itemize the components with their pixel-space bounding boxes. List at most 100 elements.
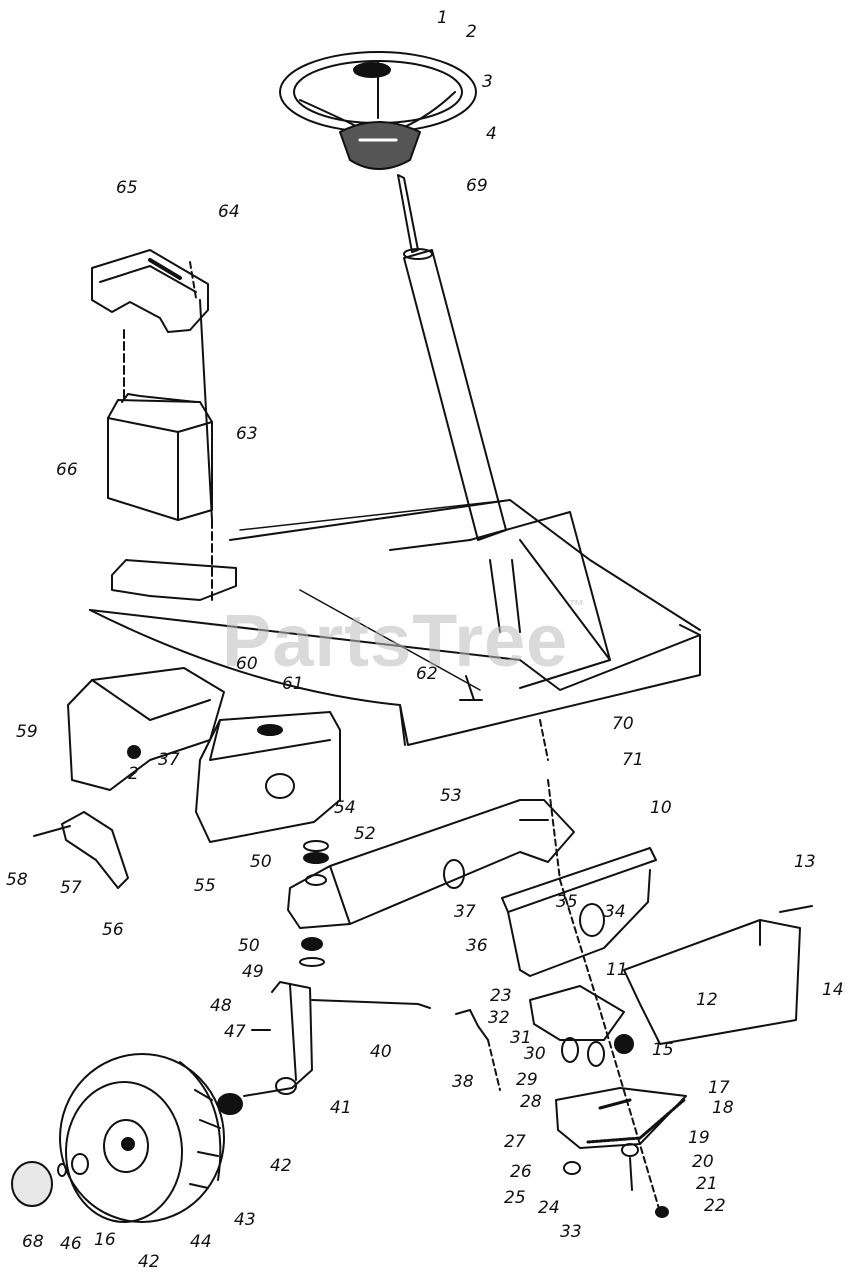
callout-15: 15 (652, 1040, 674, 1060)
callout-52: 52 (354, 824, 376, 844)
callout-28: 28 (520, 1092, 542, 1112)
steering-plate-12 (529, 985, 625, 1041)
spacer-stack (299, 840, 329, 967)
spindle-41 (243, 981, 313, 1097)
callout-61: 61 (282, 674, 304, 694)
steering-wheel (279, 51, 477, 133)
hub-cap-68 (11, 1161, 53, 1207)
callout-36: 36 (466, 936, 488, 956)
battery-hold-down (91, 249, 209, 333)
callout-66: 66 (56, 460, 78, 480)
callout-18: 18 (712, 1098, 734, 1118)
tire (59, 1053, 225, 1223)
drag-link-40 (311, 999, 431, 1009)
callout-17: 17 (708, 1078, 730, 1098)
hardware-stack (561, 1034, 669, 1218)
callout-22: 22 (704, 1196, 726, 1216)
callout-16: 16 (94, 1230, 116, 1250)
callout-71: 71 (622, 750, 644, 770)
callout-55: 55 (194, 876, 216, 896)
leader-dashed-steer (547, 779, 661, 1213)
callout-34: 34 (604, 902, 626, 922)
callout-48: 48 (210, 996, 232, 1016)
callout-57: 57 (60, 878, 82, 898)
cover-14 (623, 919, 801, 1045)
bolt-13 (779, 905, 813, 913)
callout-50b: 50 (238, 936, 260, 956)
pivot-cover-61 (195, 711, 341, 843)
callout-2: 2 (466, 22, 477, 42)
hold-down-rod (199, 299, 213, 521)
callout-43: 43 (234, 1210, 256, 1230)
steering-shaft-69 (397, 174, 419, 253)
callout-50: 50 (250, 852, 272, 872)
callout-63: 63 (236, 424, 258, 444)
bearing-16 (71, 1153, 89, 1175)
callout-60: 60 (236, 654, 258, 674)
callout-26: 26 (510, 1162, 532, 1182)
callout-41: 41 (330, 1098, 352, 1118)
callout-25: 25 (504, 1188, 526, 1208)
callout-20: 20 (692, 1152, 714, 1172)
callout-10: 10 (650, 798, 672, 818)
bolt-62 (459, 675, 483, 701)
callout-19: 19 (688, 1128, 710, 1148)
callout-11: 11 (606, 960, 628, 980)
side-cover-59 (67, 667, 225, 791)
callout-47: 47 (224, 1022, 246, 1042)
callout-64: 64 (218, 202, 240, 222)
callout-42b: 42 (138, 1252, 160, 1272)
callout-1: 1 (437, 8, 448, 28)
callout-32: 32 (488, 1008, 510, 1028)
callout-58: 58 (6, 870, 28, 890)
callout-12: 12 (696, 990, 718, 1010)
callout-44: 44 (190, 1232, 212, 1252)
callout-38: 38 (452, 1072, 474, 1092)
sector-gear-18 (555, 1087, 687, 1149)
callout-54: 54 (334, 798, 356, 818)
callout-37b: 37 (454, 902, 476, 922)
callout-3: 3 (482, 72, 493, 92)
callout-14: 14 (822, 980, 844, 1000)
callout-69: 69 (466, 176, 488, 196)
callout-49: 49 (242, 962, 264, 982)
callout-23: 23 (490, 986, 512, 1006)
callout-53: 53 (440, 786, 462, 806)
battery (107, 393, 213, 521)
watermark-logo: PartsTree™ (222, 598, 586, 682)
callout-2b: 2 (128, 764, 139, 784)
ball-joint-38 (455, 1009, 489, 1041)
ball-joint-stud (487, 1039, 501, 1091)
callout-46: 46 (60, 1234, 82, 1254)
callout-42: 42 (270, 1156, 292, 1176)
callout-29: 29 (516, 1070, 538, 1090)
callout-37: 37 (158, 750, 180, 770)
callout-35: 35 (556, 892, 578, 912)
callout-33: 33 (560, 1222, 582, 1242)
callout-56: 56 (102, 920, 124, 940)
leader-dashed-64 (189, 261, 197, 299)
bracket-57 (61, 811, 129, 889)
washer-46 (57, 1163, 67, 1177)
callout-30: 30 (524, 1044, 546, 1064)
bracket-10 (501, 847, 657, 977)
front-axle (287, 799, 575, 929)
callout-59: 59 (16, 722, 38, 742)
callout-70: 70 (612, 714, 634, 734)
callout-62: 62 (416, 664, 438, 684)
callout-40: 40 (370, 1042, 392, 1062)
callout-27: 27 (504, 1132, 526, 1152)
bolt-58 (33, 825, 71, 837)
callout-65: 65 (116, 178, 138, 198)
frame-deck (89, 499, 701, 746)
leader-dashed-70 (539, 719, 549, 761)
callout-68: 68 (22, 1232, 44, 1252)
callout-21: 21 (696, 1174, 718, 1194)
callout-24: 24 (538, 1198, 560, 1218)
steering-hub (339, 121, 421, 170)
steering-column-tube (403, 248, 507, 541)
callout-13: 13 (794, 852, 816, 872)
callout-31: 31 (510, 1028, 532, 1048)
